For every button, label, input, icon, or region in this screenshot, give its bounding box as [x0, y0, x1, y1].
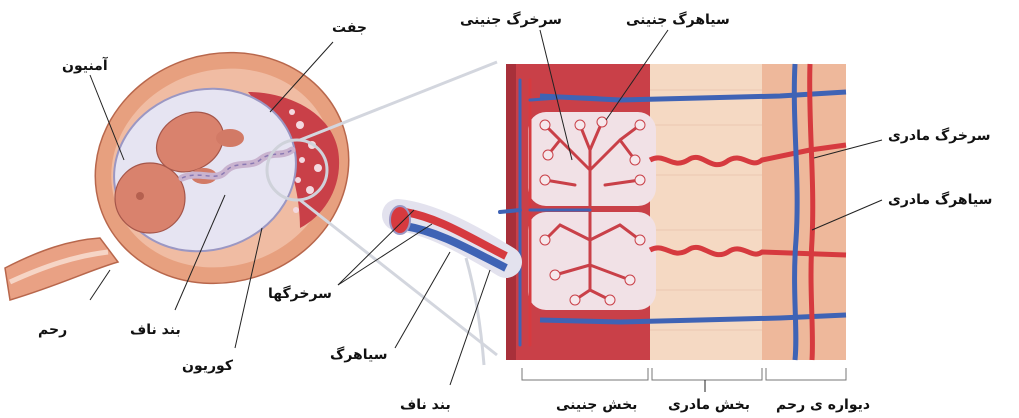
maternal-part-band [650, 64, 762, 360]
label-umbilical-cord-left: بند ناف [130, 322, 181, 338]
label-fetal-part: بخش جنینی [556, 397, 637, 413]
label-maternal-vein: سیاهرگ مادری [888, 192, 992, 208]
placenta-detail [500, 64, 846, 360]
label-placenta: جفت [332, 20, 367, 36]
label-amnion: آمنیون [62, 58, 108, 74]
label-fetal-artery: سرخرگ جنینی [460, 12, 562, 28]
label-chorion: کوریون [182, 358, 233, 374]
cervix [5, 238, 118, 300]
label-fetal-vein: سیاهرگ جنینی [626, 12, 730, 28]
label-maternal-artery: سرخرگ مادری [888, 128, 990, 144]
label-uterine-wall: دیواره ی رحم [776, 397, 870, 413]
label-arteries: سرخرگها [268, 286, 332, 302]
section-brackets [522, 368, 846, 380]
label-maternal-part: بخش مادری [668, 397, 750, 413]
label-vein: سیاهرگ [330, 347, 388, 363]
label-uterus: رحم [38, 322, 67, 338]
label-umbilical-cord-bottom: بند ناف [400, 397, 451, 413]
